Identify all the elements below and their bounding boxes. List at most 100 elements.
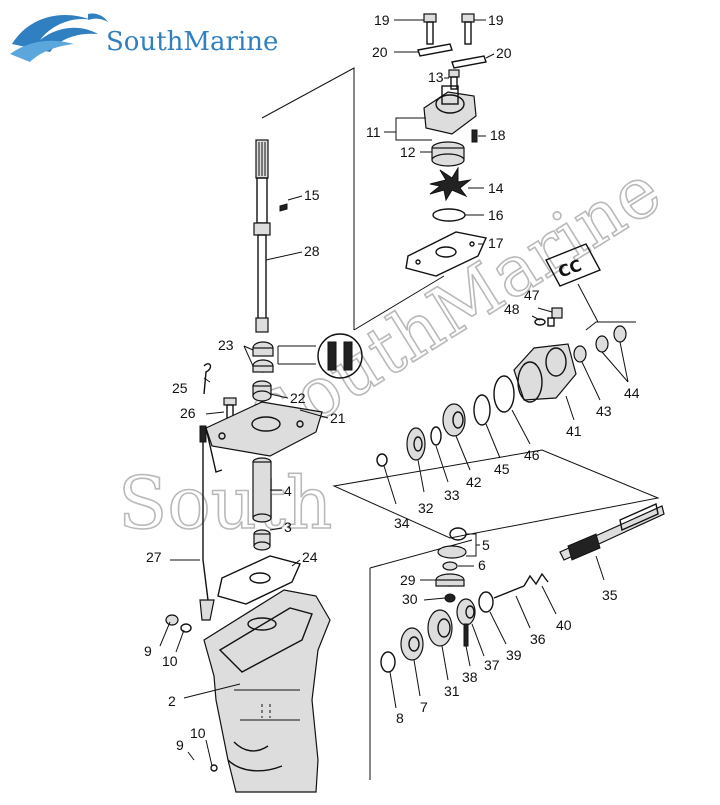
label-36: 36: [530, 631, 546, 647]
washer-20-left: [417, 43, 453, 57]
outer-plate-17: [405, 231, 487, 277]
label-28: 28: [304, 243, 320, 259]
label-22: 22: [290, 390, 306, 406]
label-40: 40: [556, 617, 572, 633]
thrust-washer-34: [376, 453, 388, 467]
washer-33: [430, 426, 442, 446]
washer-48: [534, 318, 546, 326]
label-47: 47: [524, 287, 540, 303]
assembly-line-plate: [353, 275, 445, 331]
bearing-housing-21: [205, 401, 323, 473]
label-32: 32: [418, 500, 434, 516]
label-9: 9: [144, 643, 152, 659]
leader-lines: [159, 19, 629, 767]
shift-rod-27: [199, 425, 215, 621]
label-18: 18: [490, 127, 506, 143]
cross-pin-38: [463, 623, 469, 647]
pump-housing-11: [423, 85, 477, 135]
water-pump-group: [405, 13, 487, 277]
bolt-13: [448, 69, 460, 90]
brand-name: SouthMarine: [106, 27, 278, 57]
bearing-detail-magnifier-icon: [317, 333, 363, 379]
insert-cartridge-12: [431, 141, 465, 167]
label-46: 46: [524, 447, 540, 463]
watermark-horizontal: South: [118, 461, 332, 545]
pinion-gear-29: [435, 573, 465, 587]
label-26: 26: [180, 405, 196, 421]
label-16: 16: [488, 207, 504, 223]
bearing-housing-41: [513, 343, 577, 403]
label-10: 10: [190, 725, 206, 741]
label-30: 30: [402, 591, 418, 607]
label-20: 20: [496, 45, 512, 61]
bracket-44-callout: [585, 321, 636, 331]
label-29: 29: [400, 572, 416, 588]
needle-bearing-43: [573, 345, 587, 363]
clip-25: [203, 363, 212, 395]
shim-45: [473, 394, 491, 426]
bolt-19-right: [461, 13, 475, 45]
thrust-washer-39: [478, 591, 494, 613]
label-2: 2: [168, 693, 176, 709]
pin-18: [471, 129, 478, 143]
assembly-box-gears: [332, 449, 660, 539]
reverse-gear-32: [406, 427, 426, 461]
label-8: 8: [396, 710, 404, 726]
label-11: 11: [366, 124, 381, 140]
o-ring-16: [432, 208, 466, 222]
label-20: 20: [372, 44, 388, 60]
impeller-14: [429, 166, 472, 202]
drive-shaft-28: [253, 139, 271, 333]
label-42: 42: [466, 474, 482, 490]
label-17: 17: [488, 235, 504, 251]
label-48: 48: [504, 301, 520, 317]
washer-10-lower: [210, 764, 218, 772]
label-38: 38: [462, 669, 478, 685]
forward-gear-31: [427, 609, 453, 647]
nut-6: [442, 561, 458, 571]
label-21: 21: [330, 410, 346, 426]
label-39: 39: [506, 647, 522, 663]
propeller-shaft-35: [559, 503, 665, 561]
label-35: 35: [602, 587, 618, 603]
label-3: 3: [284, 519, 292, 535]
dog-clutch-37: [456, 598, 476, 626]
label-31: 31: [444, 683, 460, 699]
brand-logo: SouthMarine: [10, 13, 278, 62]
label-23: 23: [218, 337, 234, 353]
label-33: 33: [444, 487, 460, 503]
label-14: 14: [488, 180, 504, 196]
spring-40: [523, 572, 549, 587]
ball-bearing-42: [442, 403, 466, 437]
label-9: 9: [176, 737, 184, 753]
part-labels: 19 19 20 20 13 11 18 12 14 16 17 15 28 4…: [144, 12, 640, 753]
label-41: 41: [566, 423, 582, 439]
label-34: 34: [394, 515, 410, 531]
bracket-23-callout: [277, 345, 316, 365]
label-13: 13: [428, 69, 444, 85]
bolt-47: [547, 307, 563, 327]
label-5: 5: [482, 537, 490, 553]
cc-badge-leader: [577, 283, 599, 323]
label-10: 10: [162, 653, 178, 669]
assembly-line-casing: [369, 539, 473, 780]
bushing-22: [252, 380, 272, 402]
gasket-24: [217, 555, 301, 605]
o-ring-46: [493, 375, 515, 413]
taper-bearing-7: [400, 627, 424, 661]
bearing-23: [252, 341, 274, 373]
label-45: 45: [494, 461, 510, 477]
label-24: 24: [302, 549, 318, 565]
label-27: 27: [146, 549, 162, 565]
oil-seal-44: [595, 325, 627, 353]
bolt-9-upper: [165, 614, 179, 626]
label-37: 37: [484, 657, 500, 673]
label-43: 43: [596, 403, 612, 419]
washer-10-upper: [180, 623, 192, 633]
label-25: 25: [172, 380, 188, 396]
label-15: 15: [304, 187, 320, 203]
label-6: 6: [478, 557, 486, 573]
label-44: 44: [624, 385, 640, 401]
assembly-line-shaft: [261, 67, 355, 330]
